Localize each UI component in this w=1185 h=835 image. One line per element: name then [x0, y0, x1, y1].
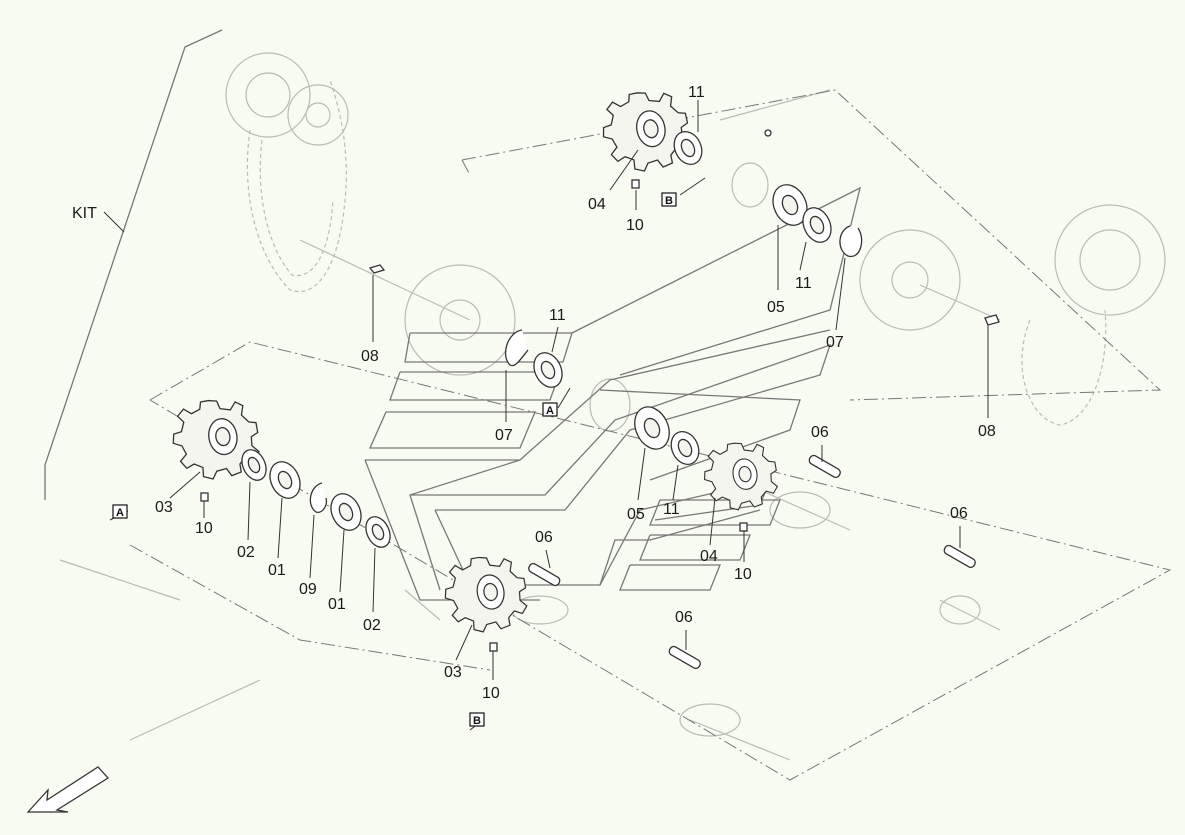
callout-11-top: 11 [688, 84, 705, 101]
callout-06-far-right: 06 [950, 505, 968, 522]
leader-lines [109, 100, 989, 731]
callout-03-bottom: 03 [444, 664, 462, 681]
callout-05-lower: 05 [627, 506, 645, 523]
screw-10-lower-right [739, 522, 748, 532]
key-06-right-top [808, 454, 841, 479]
key-06-bottom [668, 645, 701, 670]
callout-06-bottom: 06 [675, 609, 693, 626]
screw-10-top [631, 179, 640, 189]
callout-01-left: 01 [268, 562, 286, 579]
kit-label: KIT [72, 205, 97, 222]
ref-b-top: B [665, 195, 673, 207]
ref-b-bottom: B [473, 715, 481, 727]
callout-02-right: 02 [363, 617, 381, 634]
callout-04-top: 04 [588, 196, 606, 213]
callout-11-lower: 11 [663, 501, 680, 518]
callout-02-left: 02 [237, 544, 255, 561]
screw-10-bottom [489, 642, 498, 652]
kit-bracket: KIT [44, 29, 223, 500]
callout-05-upper: 05 [767, 299, 785, 316]
callout-06-center: 06 [535, 529, 553, 546]
bolt-08-right [984, 314, 1000, 326]
callout-09: 09 [299, 581, 317, 598]
ref-a-mid: A [546, 405, 554, 417]
callout-labels: 11 04 10 05 11 07 08 08 11 07 03 10 02 0… [155, 84, 996, 702]
callout-07-mid: 07 [495, 427, 513, 444]
callout-10-top: 10 [626, 217, 644, 234]
callout-11-mid: 11 [549, 307, 566, 324]
reference-boxes: B A A B [112, 192, 677, 727]
sprocket-03-left [166, 392, 265, 486]
callout-08-right: 08 [978, 423, 996, 440]
ref-a-left: A [116, 507, 124, 519]
key-06-far-right [943, 544, 976, 569]
callout-06-right-top: 06 [811, 424, 829, 441]
key-06-center [528, 562, 561, 587]
callout-10-lower-right: 10 [734, 566, 752, 583]
callout-10-bottom: 10 [482, 685, 500, 702]
callout-08-left: 08 [361, 348, 379, 365]
callout-03-left: 03 [155, 499, 173, 516]
direction-arrow-icon [26, 766, 110, 813]
callout-04-lower: 04 [700, 548, 718, 565]
sprocket-04-top [595, 83, 697, 179]
grouping-lines [364, 186, 861, 601]
callout-01-right: 01 [328, 596, 346, 613]
callout-07-upper: 07 [826, 334, 844, 351]
bolt-08-left [368, 264, 386, 274]
circlip-09 [309, 482, 328, 513]
parts [166, 83, 1000, 670]
circlip-07-upper [839, 225, 863, 258]
screw-10-left [200, 492, 209, 502]
sprocket-04-lower [698, 436, 783, 516]
background-machinery [59, 52, 1166, 761]
callout-10-left: 10 [195, 520, 213, 537]
assembly-outlines [129, 89, 1172, 781]
circlip-07-mid [505, 329, 529, 367]
callout-11-upper-right: 11 [795, 275, 812, 292]
sprocket-03-bottom [438, 549, 533, 638]
